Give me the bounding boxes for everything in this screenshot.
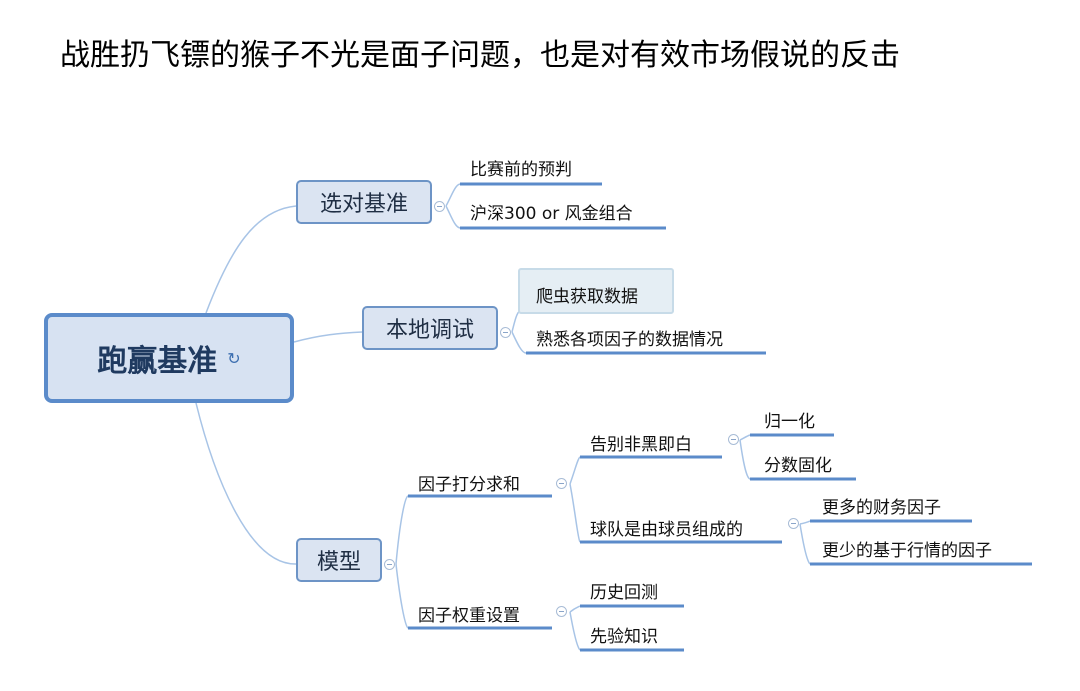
leaf-score-fixing[interactable]: 分数固化 [764, 456, 832, 476]
refresh-icon[interactable]: ↻ [227, 348, 241, 368]
collapse-toggle-icon[interactable] [788, 518, 799, 529]
collapse-toggle-icon[interactable] [556, 478, 567, 489]
leaf-csi300-or-portfolio[interactable]: 沪深300 or 风金组合 [470, 204, 633, 224]
node-select-benchmark[interactable]: 选对基准 [296, 180, 432, 224]
selected-node-highlight [518, 268, 674, 314]
node-model[interactable]: 模型 [296, 538, 382, 582]
leaf-normalize[interactable]: 归一化 [764, 412, 815, 432]
leaf-factor-data-familiarize[interactable]: 熟悉各项因子的数据情况 [536, 330, 723, 350]
page-title: 战胜扔飞镖的猴子不光是面子问题，也是对有效市场假说的反击 [60, 38, 900, 73]
leaf-less-market-factors[interactable]: 更少的基于行情的因子 [822, 541, 992, 561]
leaf-pre-match-forecast[interactable]: 比赛前的预判 [470, 160, 572, 180]
node-factor-weight[interactable]: 因子权重设置 [418, 606, 520, 626]
leaf-crawler-data[interactable]: 爬虫获取数据 [536, 287, 638, 307]
node-team-of-players[interactable]: 球队是由球员组成的 [590, 520, 743, 540]
node-local-debug[interactable]: 本地调试 [362, 306, 498, 350]
node-label: 模型 [316, 550, 361, 575]
leaf-more-financial-factors[interactable]: 更多的财务因子 [822, 498, 941, 518]
collapse-toggle-icon[interactable] [384, 559, 395, 570]
root-node[interactable]: 跑赢基准 ↻ [44, 313, 294, 403]
node-label: 选对基准 [319, 192, 408, 217]
collapse-toggle-icon[interactable] [500, 327, 511, 338]
collapse-toggle-icon[interactable] [556, 606, 567, 617]
node-label: 本地调试 [385, 318, 474, 343]
leaf-backtest[interactable]: 历史回测 [590, 583, 658, 603]
collapse-toggle-icon[interactable] [434, 201, 445, 212]
node-no-black-white[interactable]: 告别非黑即白 [590, 435, 692, 455]
collapse-toggle-icon[interactable] [728, 434, 739, 445]
node-factor-score-sum[interactable]: 因子打分求和 [418, 475, 520, 495]
leaf-prior-knowledge[interactable]: 先验知识 [590, 627, 658, 647]
root-label: 跑赢基准 [97, 344, 218, 379]
